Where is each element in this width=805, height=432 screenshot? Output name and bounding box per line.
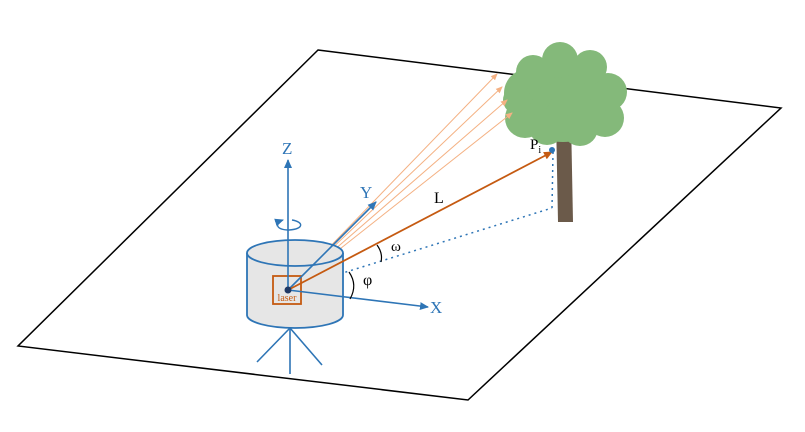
laser-label: laser <box>278 293 298 304</box>
y-axis <box>287 201 377 291</box>
range-beam-L <box>287 151 553 291</box>
y-axis-label: Y <box>360 183 372 202</box>
z-axis-label: Z <box>282 139 292 158</box>
x-axis <box>287 289 429 311</box>
scanner-origin-point <box>284 286 292 294</box>
phi-label: φ <box>363 272 372 289</box>
point-label-subscript: i <box>538 145 541 156</box>
vertical-projection-line <box>551 151 554 209</box>
target-point-Pi <box>549 147 555 153</box>
point-label: Pi <box>530 137 541 156</box>
tree-trunk <box>556 118 573 222</box>
range-label-L: L <box>434 190 444 207</box>
x-axis-label: X <box>430 298 442 317</box>
omega-angle-arc <box>376 244 383 263</box>
ground-plane <box>16 49 783 401</box>
horizontal-projection-line <box>287 207 553 291</box>
point-label-main: P <box>530 137 538 153</box>
tree-foliage <box>503 42 627 146</box>
phi-angle-arc <box>348 271 355 300</box>
rotation-arrow-icon <box>274 218 302 231</box>
omega-label: ω <box>391 239 401 255</box>
tripod <box>256 327 323 374</box>
